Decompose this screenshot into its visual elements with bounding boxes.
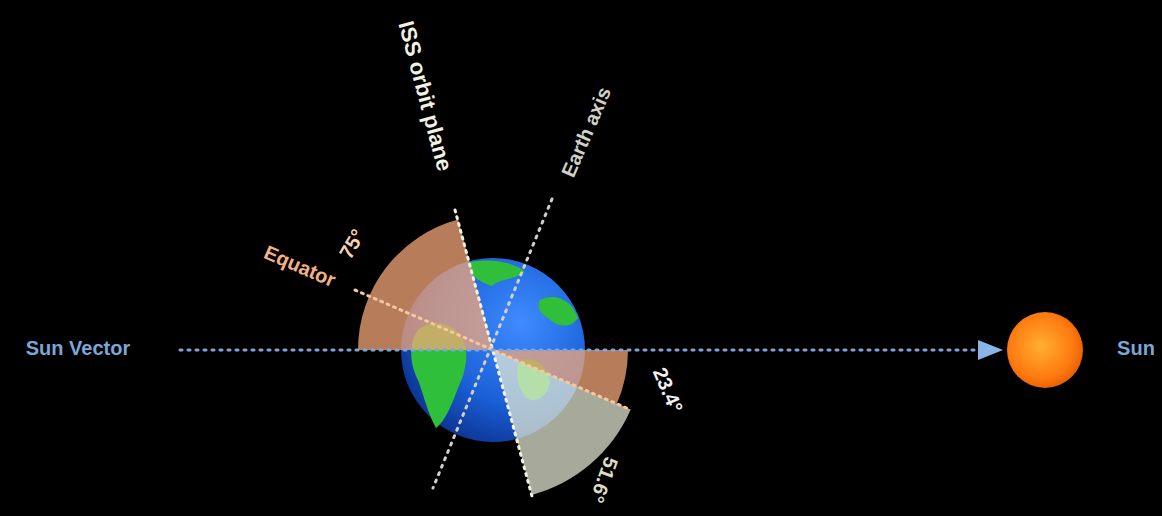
angle-label: 23.4° [650, 364, 687, 415]
sun-label: Sun [1117, 338, 1155, 358]
earth-axis-label: Earth axis [558, 84, 614, 180]
equator-label: Equator [261, 242, 338, 290]
angle-wedge [358, 220, 493, 350]
arrow-head [978, 340, 1003, 360]
sun-vector-line [180, 349, 985, 352]
earth-axis-line [433, 199, 552, 488]
sun-vector-label: Sun Vector [26, 338, 130, 358]
sun [1007, 312, 1083, 388]
angle-label: 75° [336, 226, 368, 262]
orbit-plane-line [455, 210, 533, 500]
orbit-plane-label: ISS orbit plane [394, 19, 455, 173]
